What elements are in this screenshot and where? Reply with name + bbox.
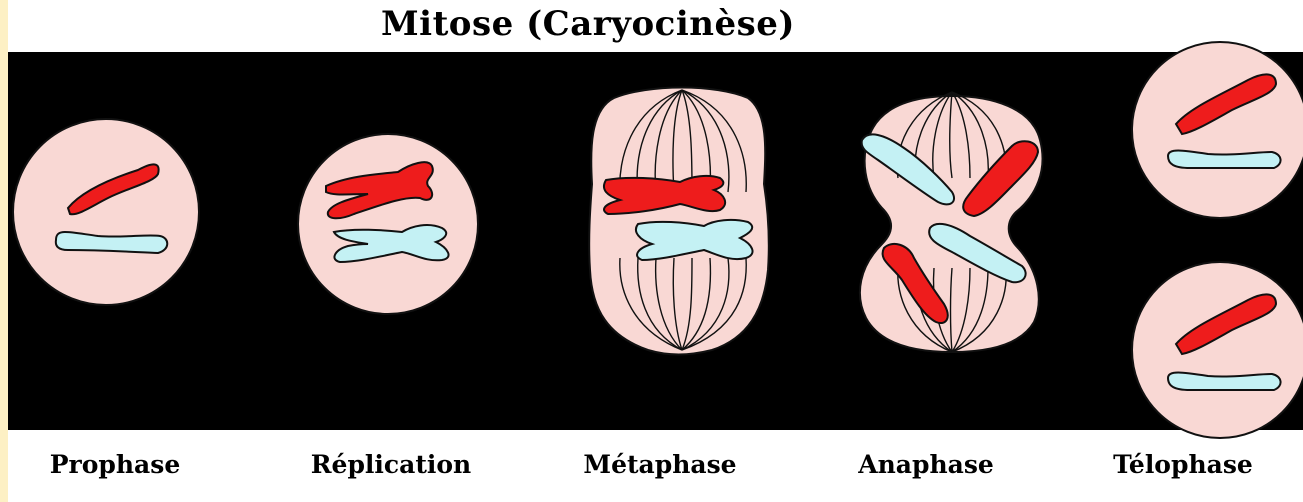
telophase-cell-bottom bbox=[1132, 262, 1303, 438]
label-anaphase: Anaphase bbox=[858, 450, 994, 479]
anaphase-cell bbox=[860, 92, 1043, 352]
diagram-frame: Mitose (Caryocinèse) bbox=[8, 0, 1303, 502]
red-chromosome-aligned bbox=[604, 176, 725, 214]
metaphase-cell bbox=[589, 88, 769, 355]
label-replication: Réplication bbox=[311, 450, 471, 479]
prophase-cell bbox=[13, 119, 199, 305]
telophase-cell-top bbox=[1132, 42, 1303, 218]
replication-cell bbox=[298, 134, 478, 314]
label-prophase: Prophase bbox=[50, 450, 180, 479]
label-metaphase: Métaphase bbox=[583, 450, 736, 479]
label-telophase: Télophase bbox=[1113, 450, 1253, 479]
mitosis-illustration bbox=[8, 0, 1303, 502]
